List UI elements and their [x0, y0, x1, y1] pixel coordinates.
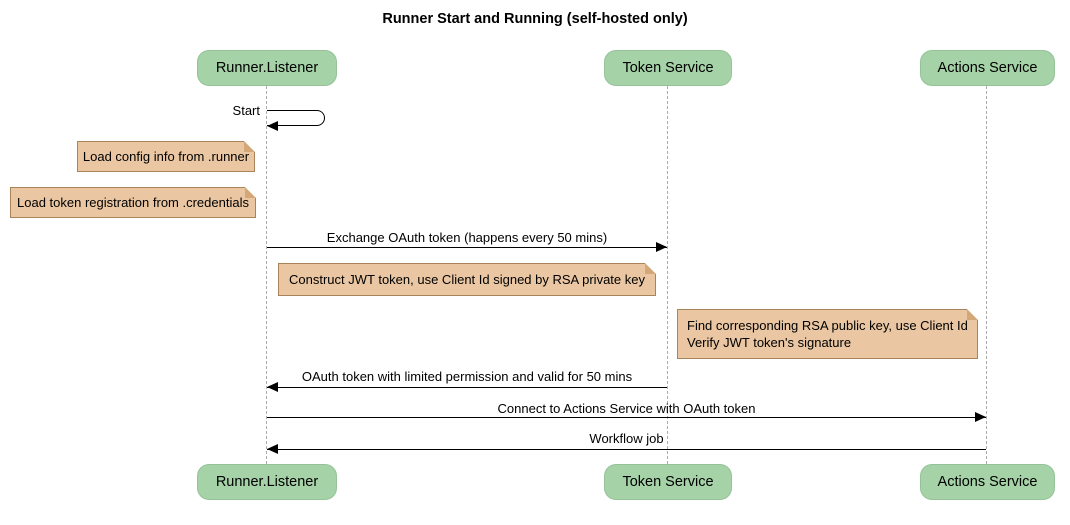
self-message-arrowhead-icon	[267, 121, 278, 131]
actor-actions-service-bottom: Actions Service	[920, 464, 1055, 500]
self-message-start-label: Start	[232, 103, 260, 118]
lifeline-runner-listener	[266, 86, 267, 464]
message-connect-actions-label: Connect to Actions Service with OAuth to…	[497, 401, 756, 416]
diagram-title: Runner Start and Running (self-hosted on…	[382, 11, 688, 27]
note-construct-jwt: Construct JWT token, use Client Id signe…	[278, 263, 656, 296]
message-exchange-oauth-arrowhead-icon	[656, 242, 667, 252]
note-text-line-1: Find corresponding RSA public key, use C…	[687, 318, 968, 333]
actor-token-service-bottom: Token Service	[604, 464, 732, 500]
lifeline-token-service	[667, 86, 668, 464]
message-oauth-token-line	[267, 387, 667, 388]
self-message-loop-line	[267, 110, 325, 126]
note-text: Load config info from .runner	[82, 149, 250, 164]
actor-token-service-top: Token Service	[604, 50, 732, 86]
note-fold-icon	[967, 309, 978, 320]
message-workflow-job-arrowhead-icon	[267, 444, 278, 454]
message-workflow-job-label: Workflow job	[589, 431, 664, 446]
message-exchange-oauth-line	[267, 247, 667, 248]
actor-runner-listener-top: Runner.Listener	[197, 50, 337, 86]
message-exchange-oauth-label: Exchange OAuth token (happens every 50 m…	[326, 230, 608, 245]
message-oauth-token-arrowhead-icon	[267, 382, 278, 392]
note-load-config: Load config info from .runner	[77, 141, 255, 172]
message-connect-actions-line	[267, 417, 986, 418]
actor-actions-service-top: Actions Service	[920, 50, 1055, 86]
actor-runner-listener-bottom: Runner.Listener	[197, 464, 337, 500]
note-load-token-registration: Load token registration from .credential…	[10, 187, 256, 218]
message-workflow-job-line	[267, 449, 986, 450]
note-text: Load token registration from .credential…	[17, 195, 249, 210]
message-oauth-token-label: OAuth token with limited permission and …	[301, 369, 633, 384]
message-connect-actions-arrowhead-icon	[975, 412, 986, 422]
note-find-rsa-public-key: Find corresponding RSA public key, use C…	[677, 309, 978, 359]
note-fold-icon	[245, 187, 256, 198]
note-fold-icon	[244, 141, 255, 152]
note-text: Construct JWT token, use Client Id signe…	[289, 272, 645, 287]
lifeline-actions-service	[986, 86, 987, 464]
note-fold-icon	[645, 263, 656, 274]
note-text-line-2: Verify JWT token's signature	[687, 335, 852, 350]
